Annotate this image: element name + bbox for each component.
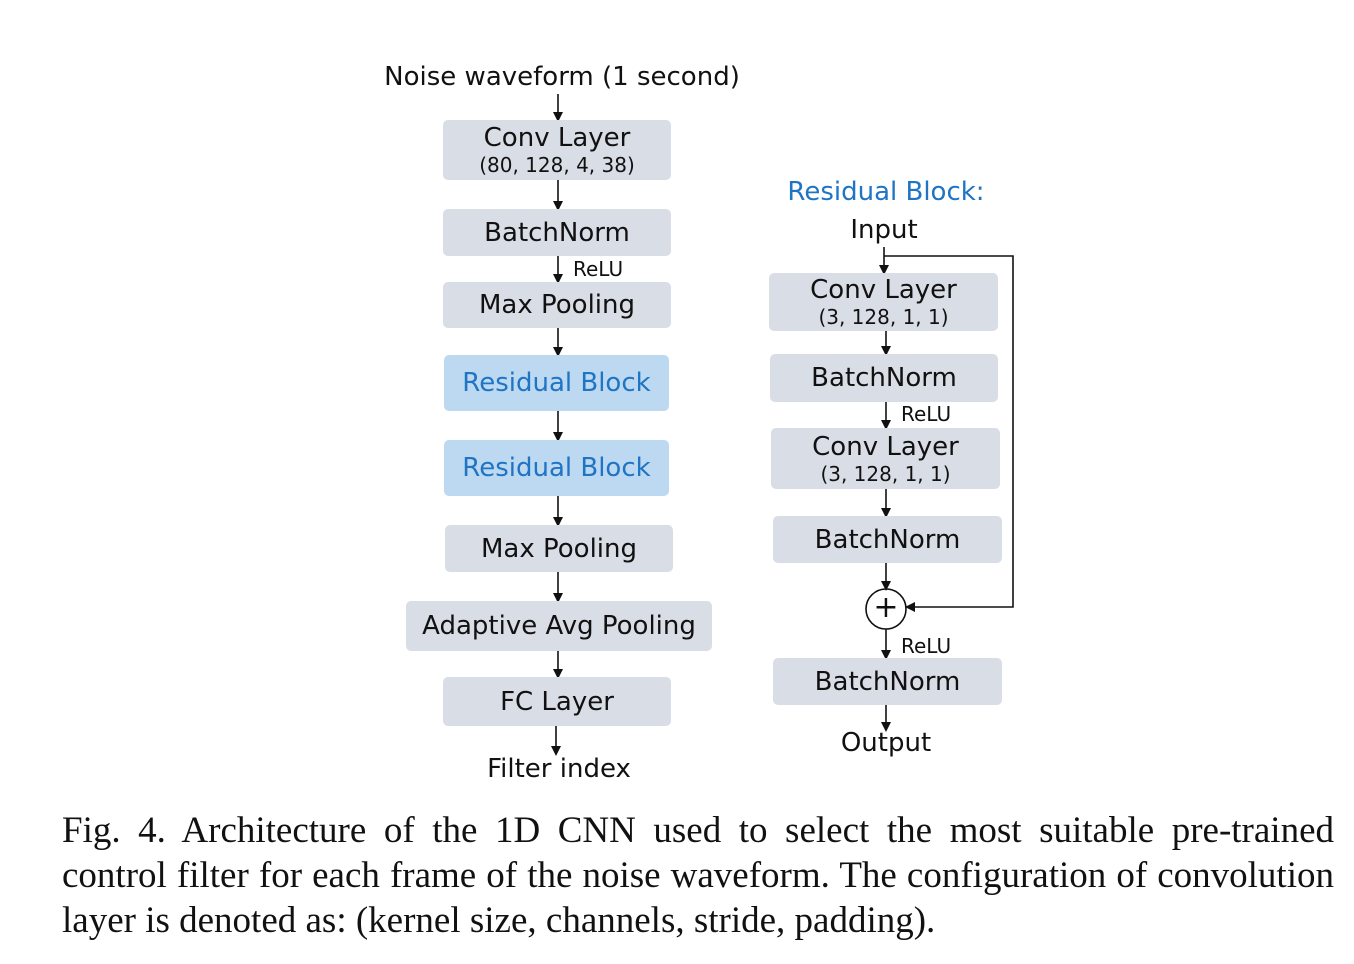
residual-batchnorm-title-3: BatchNorm [814, 666, 961, 697]
residual-batchnorm-box-1: BatchNorm [770, 354, 998, 402]
output-label: Filter index [487, 754, 631, 784]
max-pooling-box-2: Max Pooling [445, 525, 673, 572]
residual-batchnorm-box-3: BatchNorm [773, 658, 1002, 705]
input-label: Noise waveform (1 second) [384, 62, 740, 92]
residual-block-title-2: Residual Block [462, 453, 651, 483]
residual-block-box-2: Residual Block [444, 440, 669, 496]
residual-batchnorm-box-2: BatchNorm [773, 516, 1002, 563]
residual-input-label: Input [850, 215, 918, 245]
residual-output-label: Output [840, 728, 932, 758]
cnn-architecture-diagram: Noise waveform (1 second) Conv Layer (80… [384, 62, 1014, 784]
residual-conv-layer-box-2: Conv Layer (3, 128, 1, 1) [771, 428, 1000, 489]
batchnorm-box: BatchNorm [443, 209, 671, 256]
residual-conv-layer-title-2: Conv Layer [812, 431, 959, 462]
residual-block-title-1: Residual Block [462, 368, 651, 398]
max-pooling-title-1: Max Pooling [478, 290, 635, 320]
figure-caption: Fig. 4. Architecture of the 1D CNN used … [62, 810, 1334, 941]
skip-connection-line [884, 255, 1014, 612]
adaptive-avg-pooling-box: Adaptive Avg Pooling [406, 601, 712, 651]
adaptive-avg-pooling-title: Adaptive Avg Pooling [422, 611, 696, 641]
residual-relu-label-1: ReLU [901, 402, 952, 426]
conv-layer-config: (80, 128, 4, 38) [479, 153, 635, 177]
conv-layer-box: Conv Layer (80, 128, 4, 38) [443, 120, 671, 180]
residual-relu-label-2: ReLU [901, 634, 952, 658]
residual-conv-layer-config-1: (3, 128, 1, 1) [818, 305, 949, 329]
batchnorm-title: BatchNorm [484, 217, 630, 248]
sum-symbol: + [873, 590, 899, 625]
relu-label: ReLU [573, 257, 624, 281]
residual-block-heading: Residual Block: [787, 177, 985, 207]
residual-batchnorm-title-2: BatchNorm [814, 524, 961, 555]
residual-batchnorm-title-1: BatchNorm [811, 363, 957, 393]
max-pooling-title-2: Max Pooling [480, 533, 637, 564]
residual-block-box-1: Residual Block [444, 355, 669, 411]
residual-conv-layer-title-1: Conv Layer [810, 275, 957, 305]
fc-layer-title: FC Layer [500, 686, 614, 717]
sum-circle [865, 588, 907, 630]
max-pooling-box-1: Max Pooling [443, 282, 671, 328]
residual-conv-layer-config-2: (3, 128, 1, 1) [820, 461, 951, 486]
fc-layer-box: FC Layer [443, 677, 671, 726]
connector-arrows [551, 94, 1014, 756]
residual-conv-layer-box-1: Conv Layer (3, 128, 1, 1) [769, 273, 998, 331]
conv-layer-title: Conv Layer [483, 123, 631, 153]
